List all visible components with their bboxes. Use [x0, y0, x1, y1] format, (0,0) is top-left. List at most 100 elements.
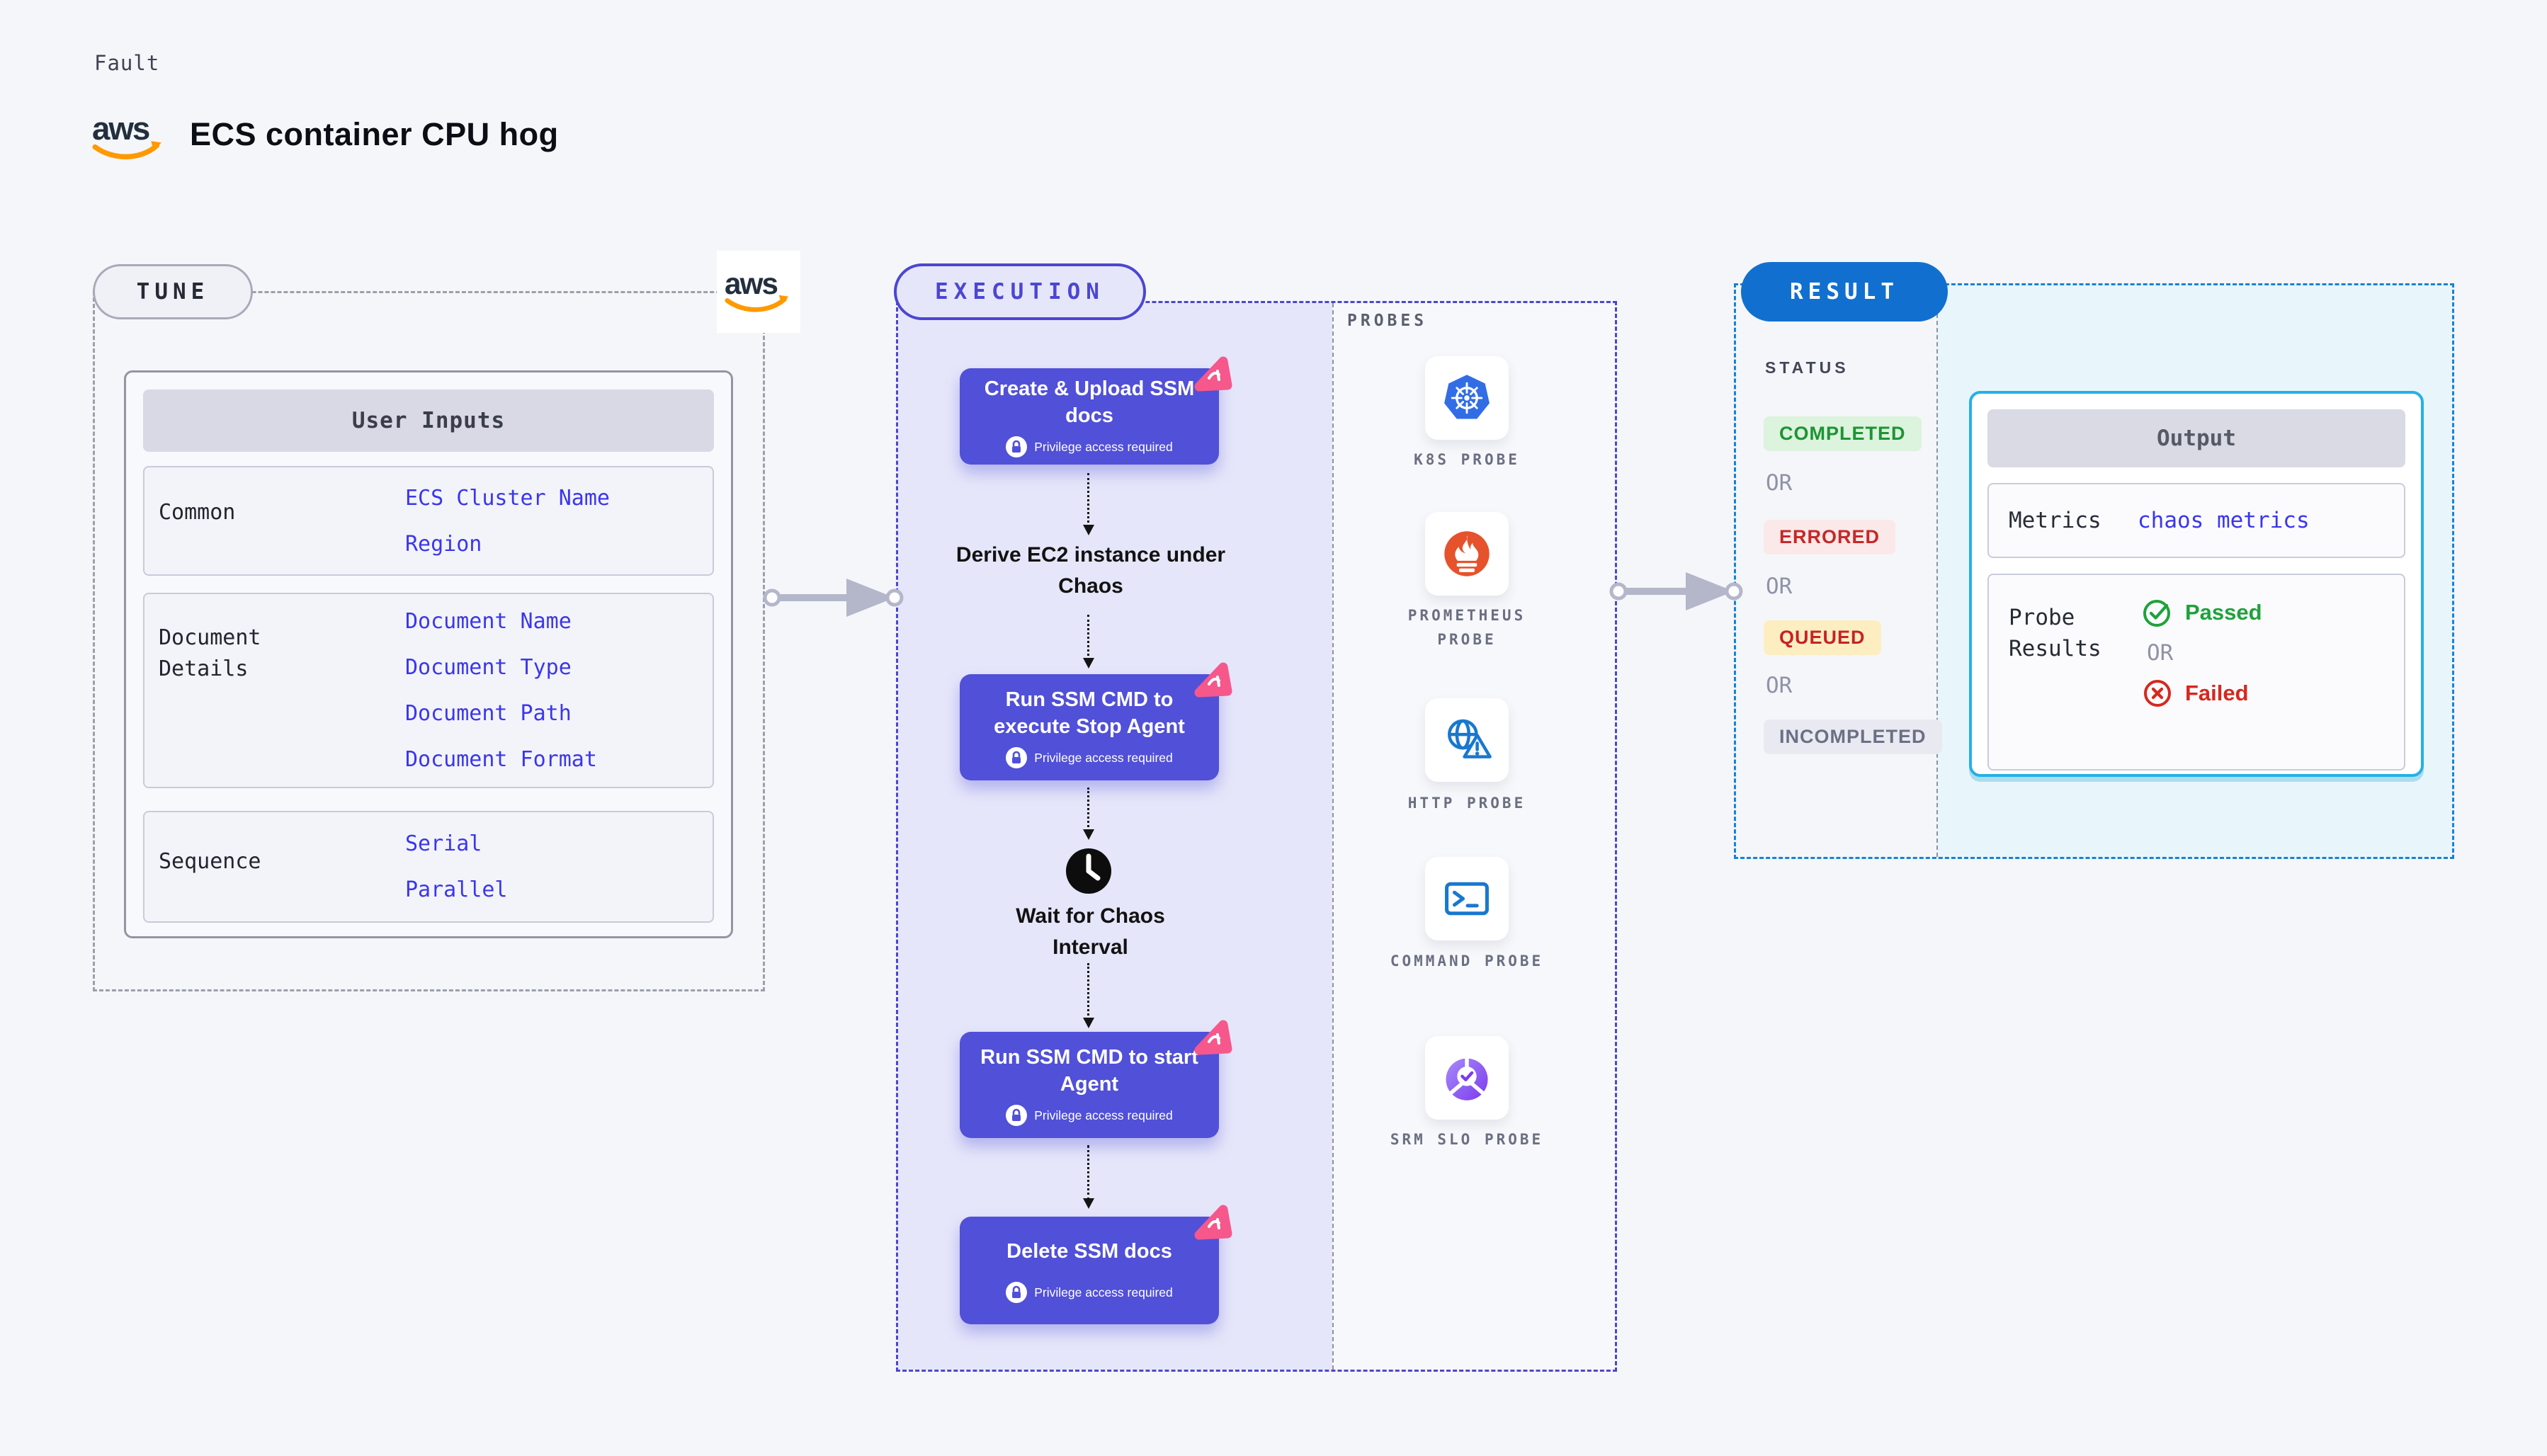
step-delete-ssm-docs: Delete SSM docs Privilege access require…: [960, 1217, 1219, 1324]
chaos-icon: [1191, 354, 1233, 397]
status-badge-errored: ERRORED: [1764, 520, 1896, 554]
arrow-tune-to-execution: [763, 579, 904, 617]
x-circle-icon: [2144, 680, 2171, 707]
probe-card-command: [1425, 857, 1509, 940]
execution-flow-panel: [898, 303, 1332, 1370]
privilege-row: Privilege access required: [1006, 436, 1173, 457]
input-value: Document Name: [405, 609, 572, 634]
clock-icon: [1066, 848, 1111, 894]
probe-card-k8s: [1425, 356, 1509, 440]
lock-icon: [1006, 1282, 1028, 1303]
step-run-ssm-cmd-stop-agent: Run SSM CMD to execute Stop Agent Privil…: [960, 674, 1219, 780]
probe-card-srm-slo: [1425, 1036, 1509, 1120]
or-separator: OR: [1766, 673, 1793, 698]
http-globe-icon: [1448, 719, 1492, 758]
srm-slo-icon: [1446, 1056, 1488, 1100]
failed-label: Failed: [2185, 681, 2249, 705]
or-separator: OR: [1766, 470, 1793, 496]
step-run-ssm-cmd-start-agent: Run SSM CMD to start Agent Privilege acc…: [960, 1032, 1219, 1138]
aws-logo-corner: [717, 251, 800, 333]
chaos-icon: [1191, 1018, 1233, 1060]
fault-kicker: Fault: [94, 51, 160, 75]
step-title: Create & Upload SSM docs: [984, 377, 1195, 427]
or-separator: OR: [2147, 640, 2174, 666]
status-badge-queued: QUEUED: [1764, 620, 1881, 655]
privilege-row: Privilege access required: [1006, 747, 1173, 768]
user-inputs-card: User Inputs Common ECS Cluster Name Regi…: [124, 370, 733, 938]
probe-label: HTTP PROBE: [1407, 795, 1526, 812]
lock-icon: [1006, 747, 1028, 768]
row-label: Sequence: [144, 812, 392, 921]
probe-results-row: Probe Results Passed OR Failed: [1987, 574, 2405, 770]
user-inputs-row-common: Common ECS Cluster Name Region: [143, 466, 714, 576]
privilege-label: Privilege access required: [1034, 1285, 1173, 1299]
execution-section-pill: EXECUTION: [894, 263, 1146, 320]
step-derive-ec2-instance: Derive EC2 instance under Chaos: [955, 543, 1226, 598]
input-value: ECS Cluster Name: [405, 485, 610, 511]
row-values: Document Name Document Type Document Pat…: [392, 594, 713, 787]
terminal-icon: [1445, 882, 1489, 916]
row-values: ECS Cluster Name Region: [392, 467, 713, 574]
chaos-icon: [1191, 1202, 1233, 1245]
tune-section-pill: TUNE: [93, 264, 253, 319]
user-inputs-row-sequence: Sequence Serial Parallel: [143, 811, 714, 923]
flow-connector: [1083, 787, 1094, 840]
check-circle-icon: [2143, 600, 2170, 627]
metrics-value: chaos metrics: [2138, 508, 2310, 533]
probe-results-label: Probe Results: [1989, 575, 2141, 769]
step-create-upload-ssm-docs: Create & Upload SSM docs Privilege acces…: [960, 368, 1219, 465]
probe-label: SRM SLO PROBE: [1390, 1131, 1544, 1148]
aws-logo-hero: [92, 112, 166, 163]
privilege-label: Privilege access required: [1034, 750, 1173, 765]
probe-card-http: [1425, 698, 1509, 782]
execution-section-box: [896, 301, 1617, 1372]
lock-icon: [1006, 436, 1028, 457]
aws-icon: [725, 268, 793, 315]
or-separator: OR: [1766, 574, 1793, 599]
arrow-execution-to-result: [1609, 572, 1743, 610]
flow-connector: [1083, 963, 1094, 1028]
probes-panel: [1332, 303, 1615, 1370]
metrics-label: Metrics: [2009, 508, 2101, 533]
row-label-text: Sequence: [159, 849, 261, 874]
kubernetes-icon: [1444, 375, 1490, 419]
page-title: ECS container CPU hog: [190, 116, 559, 152]
row-label: Common: [144, 467, 392, 574]
flow-connector: [1083, 1145, 1094, 1209]
prometheus-icon: [1444, 531, 1490, 576]
user-inputs-row-document-details: Document Details Document Name Document …: [143, 593, 714, 788]
flow-connector: [1083, 473, 1094, 535]
failed-row: Failed: [2141, 677, 2262, 710]
probe-card-prometheus: [1425, 512, 1509, 596]
row-label-text: Document Details: [159, 625, 261, 681]
output-header: Output: [1987, 409, 2405, 467]
privilege-row: Privilege access required: [1006, 1282, 1173, 1303]
privilege-row: Privilege access required: [1006, 1105, 1173, 1126]
step-wait-for-chaos-interval: Wait for Chaos Interval: [1016, 904, 1165, 959]
flow-connector: [1083, 615, 1094, 669]
passed-row: Passed: [2141, 596, 2262, 629]
probes-section-label: PROBES: [1347, 312, 1428, 330]
status-badge-incompleted: INCOMPLETED: [1764, 720, 1942, 754]
input-value: Region: [405, 531, 482, 557]
input-value: Document Type: [405, 655, 572, 680]
lock-icon: [1006, 1105, 1028, 1126]
chaos-icon: [1191, 660, 1233, 703]
probe-label: COMMAND PROBE: [1390, 952, 1544, 969]
row-label-text: Common: [159, 500, 236, 525]
output-card: Output Metrics chaos metrics Probe Resul…: [1969, 391, 2424, 777]
probe-label: K8S PROBE: [1414, 451, 1520, 468]
step-title: Run SSM CMD to execute Stop Agent: [994, 688, 1185, 738]
input-value: Document Path: [405, 701, 572, 726]
step-title: Run SSM CMD to start Agent: [980, 1046, 1198, 1096]
metrics-row: Metrics chaos metrics: [1987, 483, 2405, 558]
input-value: Document Format: [405, 747, 597, 772]
row-label: Document Details: [144, 594, 392, 787]
result-section-pill: RESULT: [1741, 262, 1948, 322]
privilege-label: Privilege access required: [1034, 439, 1173, 454]
probe-results-values: Passed OR Failed: [2141, 575, 2262, 769]
status-badge-completed: COMPLETED: [1764, 416, 1922, 451]
tune-section-box: [93, 291, 765, 991]
status-column-label: STATUS: [1765, 358, 1849, 377]
step-title: Delete SSM docs: [1006, 1240, 1172, 1263]
